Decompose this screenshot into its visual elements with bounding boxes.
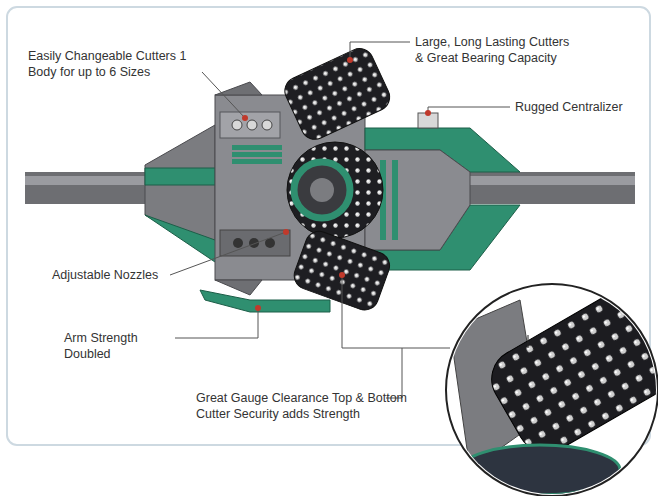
callout-label: Arm Strength Doubled	[64, 330, 179, 362]
top-cutter	[280, 44, 394, 144]
callout-label: Great Gauge Clearance Top & Bottom Cutte…	[196, 390, 416, 422]
callout-label: Large, Long Lasting Cutters & Great Bear…	[415, 34, 575, 66]
callout-label: Easily Changeable Cutters 1 Body for up …	[28, 48, 206, 80]
middle-cutter	[287, 142, 383, 238]
callout-label: Rugged Centralizer	[515, 99, 645, 115]
callout-label: Adjustable Nozzles	[52, 267, 177, 283]
